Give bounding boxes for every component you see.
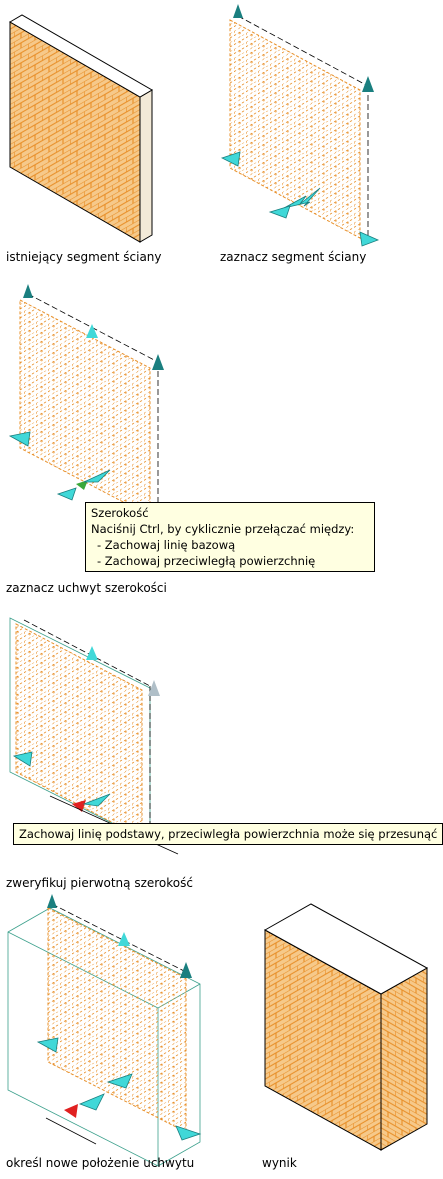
bottom-arrow-grip-icon[interactable] xyxy=(175,1125,202,1141)
new-position-drawing xyxy=(7,894,202,1167)
width-grip-back-icon[interactable] xyxy=(268,205,291,219)
right-grip-icon[interactable] xyxy=(180,962,192,978)
tooltip-line: - Zachowaj linię bazową xyxy=(97,538,236,552)
top-grip-icon[interactable] xyxy=(233,4,243,18)
verify-width-drawing xyxy=(9,617,179,855)
left-arrow-grip-icon[interactable] xyxy=(8,431,31,447)
width-grip-icon[interactable] xyxy=(283,187,321,209)
caption-select: zaznacz segment ściany xyxy=(220,250,367,264)
active-grip-icon[interactable] xyxy=(72,800,86,812)
mid-grip-icon[interactable] xyxy=(86,324,98,338)
move-grip-icon[interactable] xyxy=(78,1093,105,1111)
right-grip-icon[interactable] xyxy=(152,354,164,370)
wall-top-face xyxy=(263,903,429,995)
width-grip-back-icon[interactable] xyxy=(56,487,77,501)
tooltip-title: Szerokość xyxy=(91,506,149,520)
wall-side-face xyxy=(139,89,153,243)
grip-select-drawing xyxy=(8,284,164,517)
top-grip-icon[interactable] xyxy=(23,284,33,298)
top-grip-icon[interactable] xyxy=(47,894,57,908)
wall-dashed-face xyxy=(47,907,187,1133)
width-grip-icon[interactable] xyxy=(82,793,111,807)
tooltip-line: - Zachowaj przeciwległą powierzchnię xyxy=(97,554,316,568)
caption-new-pos: określ nowe położenie uchwytu xyxy=(6,1156,195,1170)
mid-grip-icon[interactable] xyxy=(118,932,130,946)
tooltip-line: Naciśnij Ctrl, by cyklicznie przełączać … xyxy=(91,522,355,536)
active-grip-icon[interactable] xyxy=(64,1104,78,1118)
result-wall-drawing xyxy=(263,903,429,1151)
selected-wall-drawing xyxy=(220,4,380,247)
left-arrow-grip-icon[interactable] xyxy=(12,751,33,767)
mid-grip-icon[interactable] xyxy=(86,646,98,660)
left-arrow-grip-icon[interactable] xyxy=(36,1037,59,1053)
width-grip-icon[interactable] xyxy=(83,469,111,483)
wall-top-face xyxy=(9,14,153,98)
baseline-tooltip: Zachowaj linię podstawy, przeciwległa po… xyxy=(13,823,443,845)
caption-result: wynik xyxy=(262,1156,297,1170)
wall-dashed-face xyxy=(19,299,151,517)
caption-select-grip: zaznacz uchwyt szerokości xyxy=(6,581,167,595)
existing-wall-drawing xyxy=(9,14,153,243)
bottom-arrow-grip-icon[interactable] xyxy=(359,231,380,247)
width-tooltip: Szerokość Naciśnij Ctrl, by cyklicznie p… xyxy=(85,502,375,572)
caption-existing: istniejący segment ściany xyxy=(6,250,162,264)
wall-side-face xyxy=(380,967,428,1151)
caption-verify: zweryfikuj pierwotną szerokość xyxy=(6,876,193,890)
right-grip-icon[interactable] xyxy=(148,680,160,696)
left-arrow-grip-icon[interactable] xyxy=(220,151,241,167)
wall-dashed-face xyxy=(229,19,361,239)
arrow-grip-icon[interactable] xyxy=(106,1073,133,1089)
right-grip-icon[interactable] xyxy=(362,76,374,92)
hover-grip-icon[interactable] xyxy=(76,480,88,490)
